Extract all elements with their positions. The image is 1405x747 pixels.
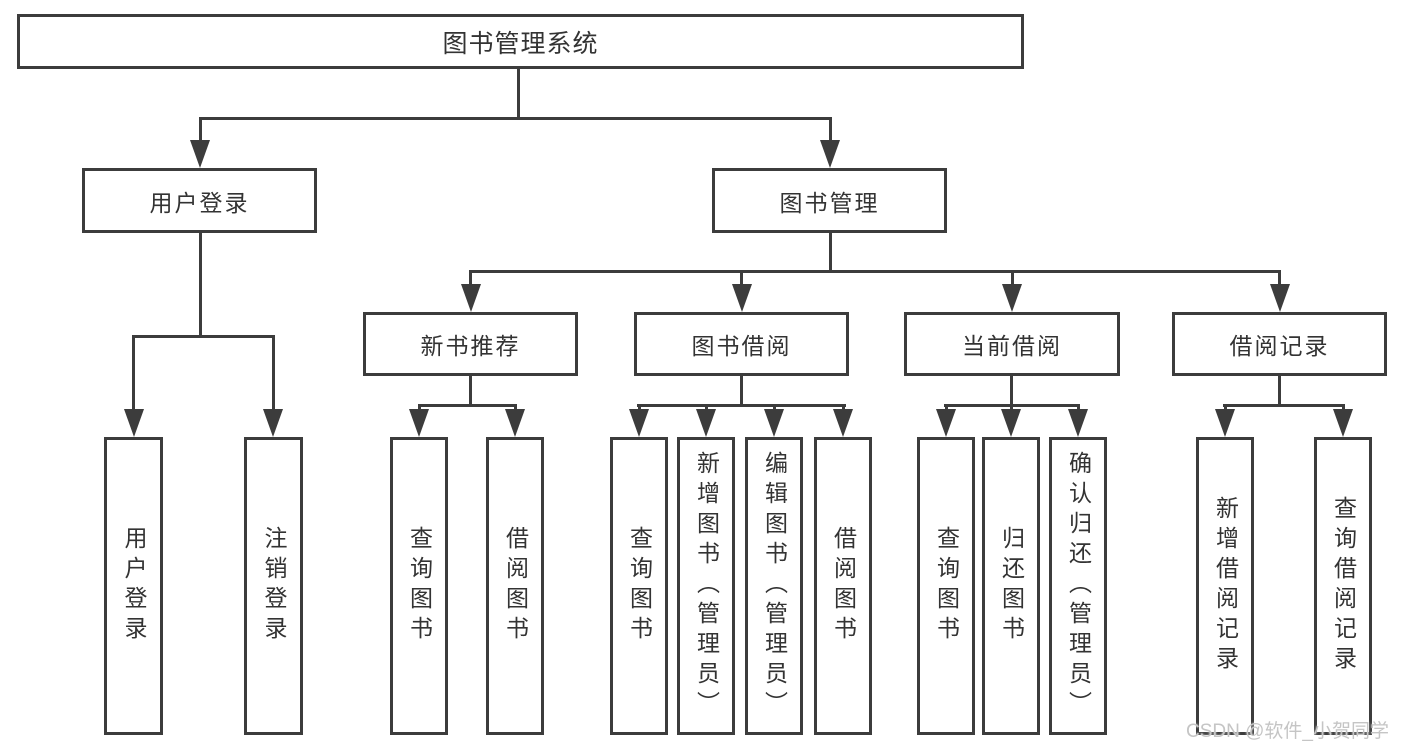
connector-line [842,404,845,412]
connector-line [132,335,135,411]
node-book-management: 图书管理 [712,168,947,233]
node-label: 确认归还（管理员） [1065,451,1092,721]
connector-line [1010,376,1013,406]
connector-line [740,376,743,406]
arrow-down-icon [1068,409,1088,437]
node-book-borrowing: 图书借阅 [634,312,849,376]
arrow-down-icon [936,409,956,437]
arrow-down-icon [820,140,840,168]
node-leaf-borrow-book-borrowing: 借阅图书 [814,437,872,735]
node-label: 图书借阅 [691,333,792,359]
node-label: 当前借阅 [962,333,1062,359]
node-leaf-edit-book-admin: 编辑图书（管理员） [745,437,803,735]
node-label: 查询图书 [406,526,433,646]
connector-line [199,117,832,120]
arrow-down-icon [1333,409,1353,437]
connector-line [1010,404,1013,412]
node-borrowing-records: 借阅记录 [1172,312,1387,376]
node-label: 新增借阅记录 [1212,496,1239,676]
node-user-login: 用户登录 [82,168,317,233]
connector-line [1077,404,1080,412]
arrow-down-icon [732,284,752,312]
connector-line [199,117,202,143]
csdn-watermark: CSDN @软件_小贺同学 [1186,721,1389,742]
node-label: 查询图书 [626,526,653,646]
arrow-down-icon [833,409,853,437]
node-label: 图书管理系统 [442,29,599,58]
connector-line [132,335,275,338]
node-new-book-recommend: 新书推荐 [363,312,578,376]
node-label: 图书管理 [779,189,880,216]
connector-line [1278,270,1281,286]
connector-line [945,404,948,412]
node-label: 借阅图书 [502,526,529,646]
connector-line [1011,270,1014,286]
connector-line [517,69,520,119]
arrow-down-icon [1002,284,1022,312]
arrow-down-icon [1270,284,1290,312]
node-leaf-logout: 注销登录 [244,437,303,735]
arrow-down-icon [696,409,716,437]
arrow-down-icon [764,409,784,437]
connector-line [1223,404,1345,407]
node-label: 查询借阅记录 [1330,496,1357,676]
node-leaf-query-borrow-record: 查询借阅记录 [1314,437,1372,735]
connector-line [418,404,421,412]
arrow-down-icon [505,409,525,437]
arrow-down-icon [124,409,144,437]
node-label: 用户登录 [149,189,250,216]
arrow-down-icon [1001,409,1021,437]
connector-line [637,404,846,407]
node-leaf-add-borrow-record: 新增借阅记录 [1196,437,1254,735]
connector-line [829,117,832,143]
connector-line [514,404,517,412]
node-label: 新书推荐 [420,333,521,359]
node-leaf-add-book-admin: 新增图书（管理员） [677,437,735,735]
node-label: 用户登录 [121,526,147,646]
connector-line [1342,404,1345,412]
node-label: 新增图书（管理员） [693,451,720,721]
node-leaf-query-book-newrec: 查询图书 [390,437,448,735]
connector-line [1278,376,1281,406]
node-label: 注销登录 [261,526,287,646]
node-label: 借阅记录 [1229,333,1330,359]
arrow-down-icon [1215,409,1235,437]
node-leaf-confirm-return-admin: 确认归还（管理员） [1049,437,1107,735]
node-leaf-borrow-book-newrec: 借阅图书 [486,437,544,735]
node-library-management-system: 图书管理系统 [17,14,1024,69]
connector-line [773,404,776,412]
arrow-down-icon [629,409,649,437]
node-label: 归还图书 [998,526,1025,646]
node-label: 查询图书 [933,526,960,646]
arrow-down-icon [263,409,283,437]
arrow-down-icon [461,284,481,312]
connector-line [469,376,472,406]
connector-line [469,270,472,286]
arrow-down-icon [190,140,210,168]
node-current-borrowing: 当前借阅 [904,312,1120,376]
node-leaf-query-book-borrowing: 查询图书 [610,437,668,735]
node-label: 借阅图书 [830,526,857,646]
connector-line [272,335,275,411]
connector-line [1224,404,1227,412]
connector-line [740,270,743,286]
connector-line [199,233,202,337]
connector-line [469,270,1281,273]
connector-line [638,404,641,412]
connector-line [418,404,517,407]
node-leaf-return-book: 归还图书 [982,437,1040,735]
arrow-down-icon [409,409,429,437]
connector-line [829,233,832,272]
node-label: 编辑图书（管理员） [761,451,788,721]
connector-line [705,404,708,412]
node-leaf-query-book-current: 查询图书 [917,437,975,735]
node-leaf-user-login: 用户登录 [104,437,163,735]
